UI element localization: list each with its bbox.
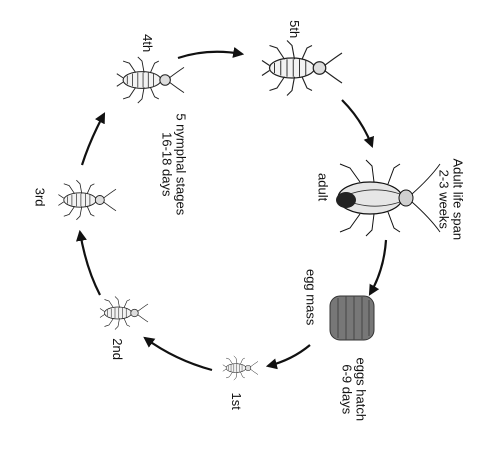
nymphal-stages-note: 5 nymphal stages 16-18 days (159, 109, 188, 219)
eggs-hatch-note: eggs hatch 6-9 days (339, 344, 368, 434)
eggs-hatch-line-2: 6-9 days (339, 364, 354, 415)
stage-4th-label: 4th (140, 34, 156, 53)
nymphal-line-2: 16-18 days (159, 132, 174, 197)
nymph-5th-icon (261, 39, 343, 97)
arrow-egg-to-1st (265, 344, 311, 370)
arrow-adult-to-egg (368, 239, 388, 296)
arrow-4th-to-5th (177, 47, 245, 60)
adult-cockroach-icon (336, 159, 441, 237)
egg-mass-label: egg mass (303, 268, 319, 326)
egg-mass-icon (329, 295, 375, 341)
nymph-3rd-icon (57, 179, 117, 221)
arrow-1st-to-2nd (143, 336, 213, 372)
nymph-4th-icon (116, 56, 185, 104)
nymph-1st-icon (222, 355, 259, 381)
arrow-3rd-to-4th (80, 112, 106, 166)
nymph-2nd-icon (99, 296, 149, 330)
adult-span-line-1: Adult life span (450, 158, 466, 241)
stage-2nd-label: 2nd (110, 338, 125, 360)
arrow-2nd-to-3rd (76, 229, 101, 296)
stage-3rd-label: 3rd (32, 187, 48, 207)
adult-span-line-2: 2-3 weeks (436, 169, 451, 229)
nymphal-line-1: 5 nymphal stages (173, 113, 189, 216)
stage-1st-label: 1st (228, 392, 244, 410)
eggs-hatch-line-1: eggs hatch (353, 357, 369, 422)
arrow-5th-to-adult (341, 99, 374, 149)
stage-5th-label: 5th (287, 20, 303, 39)
adult-label: adult (315, 173, 331, 202)
adult-life-span-note: Adult life span 2-3 weeks (436, 149, 465, 249)
